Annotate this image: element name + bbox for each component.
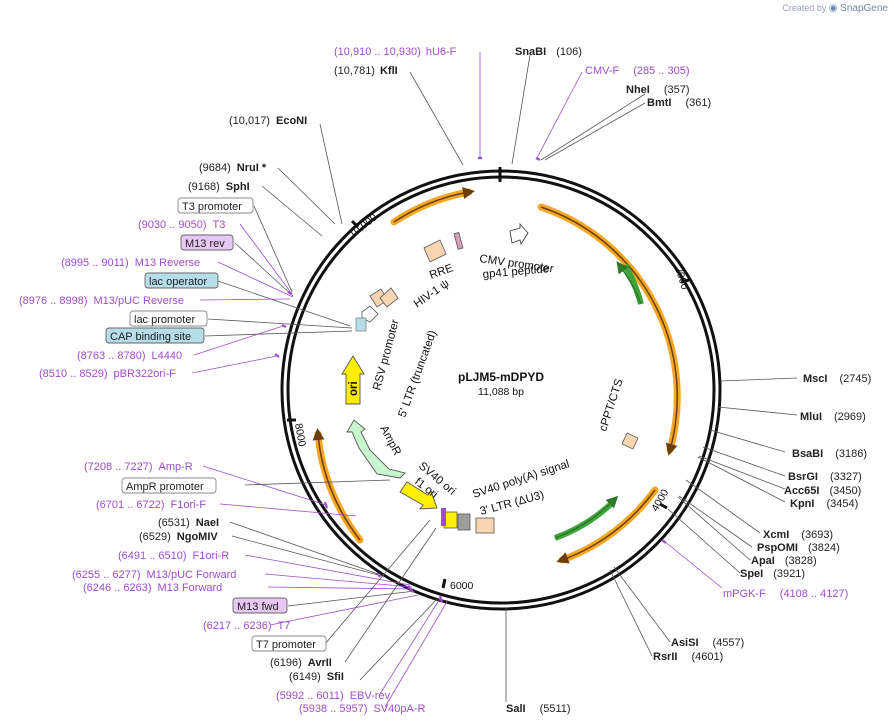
label-bsrgi[interactable]: BsrGI(3327) xyxy=(788,471,862,483)
label-xcmi[interactable]: XcmI(3693) xyxy=(763,529,833,541)
credit-prefix: Created by xyxy=(782,3,827,13)
label-sphi[interactable]: (9168)SphI xyxy=(188,181,250,193)
box-lac-promoter[interactable] xyxy=(129,310,208,327)
label-amp-r[interactable]: (7208 .. 7227)Amp-R xyxy=(84,461,193,473)
sv40pa-box xyxy=(457,513,471,531)
snapgene-logo-icon: ◉ xyxy=(828,3,838,14)
plasmid-name: pLJM5-mDPYD xyxy=(458,370,544,384)
cmv-arrow xyxy=(509,222,529,246)
box-ampr-promoter[interactable] xyxy=(121,477,217,494)
label-rsrii[interactable]: RsrII(4601) xyxy=(653,651,723,663)
label-econi[interactable]: (10,017)EcoNI xyxy=(229,115,307,127)
tick-2000 xyxy=(680,278,690,284)
label-apai[interactable]: ApaI(3828) xyxy=(751,555,817,567)
label-ltr5: 5' LTR (truncated) xyxy=(397,329,440,419)
box-m13-fwd[interactable] xyxy=(232,597,288,614)
ltr5-box xyxy=(379,287,399,308)
label-sv40pa-r[interactable]: (5938 .. 5957)SV40pA-R xyxy=(299,703,426,715)
ltr3-box xyxy=(475,517,495,534)
tick-label-10000: 10,000 xyxy=(347,211,380,240)
plasmid-length: 11,088 bp xyxy=(478,386,524,398)
box-m13-rev[interactable] xyxy=(180,234,234,251)
label-hiv: HIV-1 ψ xyxy=(412,278,452,311)
label-t7[interactable]: (6217 .. 6236)T7 xyxy=(203,620,290,632)
tick-6000 xyxy=(441,578,447,589)
label-ampr: AmpR xyxy=(377,424,403,458)
label-bsabi[interactable]: BsaBI(3186) xyxy=(792,448,867,460)
label-nhei[interactable]: NheI(357) xyxy=(626,84,690,96)
label-cppt: cPPT/CTS xyxy=(597,377,625,433)
credit-brand: SnapGene xyxy=(840,3,888,14)
snapgene-credit: Created by ◉ SnapGene xyxy=(782,3,888,14)
label-ampr-promoter: AmpR promoter xyxy=(126,481,204,493)
label-cap-binding: CAP binding site xyxy=(110,331,191,343)
inner-features xyxy=(341,222,639,534)
box-t7-promoter[interactable] xyxy=(251,635,327,652)
label-naei[interactable]: (6531)NaeI xyxy=(158,517,219,529)
label-l4440[interactable]: (8763 .. 8780)L4440 xyxy=(77,350,182,362)
ori-arrow xyxy=(341,355,365,405)
right-labels: MscI(2745) MluI(2969) BsaBI(3186) BsrGI(… xyxy=(506,373,871,715)
box-lac-operator[interactable] xyxy=(144,272,219,289)
ampr-arrow xyxy=(346,419,406,479)
label-t7-promoter: T7 promoter xyxy=(256,639,316,651)
primer-stack xyxy=(441,508,446,526)
label-kfli[interactable]: (10,781)KflI xyxy=(334,65,398,77)
label-m13-forward[interactable]: (6246 .. 6263)M13 Forward xyxy=(83,582,222,594)
label-m13-reverse[interactable]: (8995 .. 9011)M13 Reverse xyxy=(61,257,200,269)
orf-arcs xyxy=(312,187,681,564)
box-cap-binding[interactable] xyxy=(105,327,205,344)
primer-ticks xyxy=(274,156,667,603)
tick-4000 xyxy=(659,502,668,510)
label-lac-promoter: lac promoter xyxy=(134,314,195,326)
label-asisi[interactable]: AsiSI(4557) xyxy=(671,637,744,649)
tick-label-6000: 6000 xyxy=(450,580,474,592)
label-spei[interactable]: SpeI(3921) xyxy=(740,568,805,580)
label-bmti[interactable]: BmtI(361) xyxy=(647,97,711,109)
label-sali[interactable]: SalI(5511) xyxy=(506,703,571,715)
label-snabi[interactable]: SnaBI(106) xyxy=(515,46,582,58)
leader-lines xyxy=(191,52,798,708)
label-kpni[interactable]: KpnI(3454) xyxy=(790,498,858,510)
label-m13-puc-forward[interactable]: (6255 .. 6277)M13/pUC Forward xyxy=(72,569,236,581)
label-gp41: gp41 peptide xyxy=(482,263,549,281)
rre-box xyxy=(423,239,447,263)
tick-10000 xyxy=(350,219,360,229)
left-labels: (10,017)EcoNI (9684)NruI * (9168)SphI T3… xyxy=(19,115,426,715)
label-avrii[interactable]: (6196)AvrII xyxy=(270,657,332,669)
box-t3-promoter[interactable] xyxy=(177,197,254,214)
label-m13-puc-reverse[interactable]: (8976 .. 8998)M13/pUC Reverse xyxy=(19,295,184,307)
green-orfs xyxy=(553,261,644,541)
label-mlui[interactable]: MluI(2969) xyxy=(800,411,866,423)
label-f1ori-f[interactable]: (6701 .. 6722)F1ori-F xyxy=(96,499,206,511)
f1ori-arrow xyxy=(399,481,438,510)
label-lac-operator: lac operator xyxy=(149,276,207,288)
label-m13-rev: M13 rev xyxy=(185,238,225,250)
label-nrui[interactable]: (9684)NruI * xyxy=(199,162,267,174)
label-cmv-f[interactable]: CMV-F(285 .. 305) xyxy=(585,65,690,77)
label-m13-fwd: M13 fwd xyxy=(237,601,279,613)
label-f1ori-r[interactable]: (6491 .. 6510)F1ori-R xyxy=(118,550,229,562)
label-acc65i[interactable]: Acc65I(3450) xyxy=(784,485,861,497)
label-ori: ori xyxy=(348,381,360,396)
tick-label-2000: 2000 xyxy=(672,265,691,291)
label-msci[interactable]: MscI(2745) xyxy=(803,373,871,385)
label-t3[interactable]: (9030 .. 9050)T3 xyxy=(138,219,225,231)
gp41-box xyxy=(453,232,464,250)
top-labels: (10,910 .. 10,930)hU6-F (10,781)KflI Sna… xyxy=(334,46,711,109)
lac-block xyxy=(355,317,367,332)
label-pbr322ori-f[interactable]: (8510 .. 8529)pBR322ori-F xyxy=(39,368,176,380)
label-hu6f[interactable]: (10,910 .. 10,930)hU6-F xyxy=(334,46,457,58)
label-pspomi[interactable]: PspOMI(3824) xyxy=(757,542,840,554)
label-rsv: RSV promoter xyxy=(371,318,401,392)
label-ngomiv[interactable]: (6529)NgoMIV xyxy=(139,531,218,543)
label-sfii[interactable]: (6149)SfiI xyxy=(289,671,344,683)
label-ebv-rev[interactable]: (5992 .. 6011)EBV-rev xyxy=(276,690,391,702)
tick-label-8000: 8000 xyxy=(292,422,308,447)
label-mpgk-f[interactable]: mPGK-F(4108 .. 4127) xyxy=(723,588,848,600)
cppt-box xyxy=(621,432,639,450)
label-t3-promoter: T3 promoter xyxy=(182,201,242,213)
